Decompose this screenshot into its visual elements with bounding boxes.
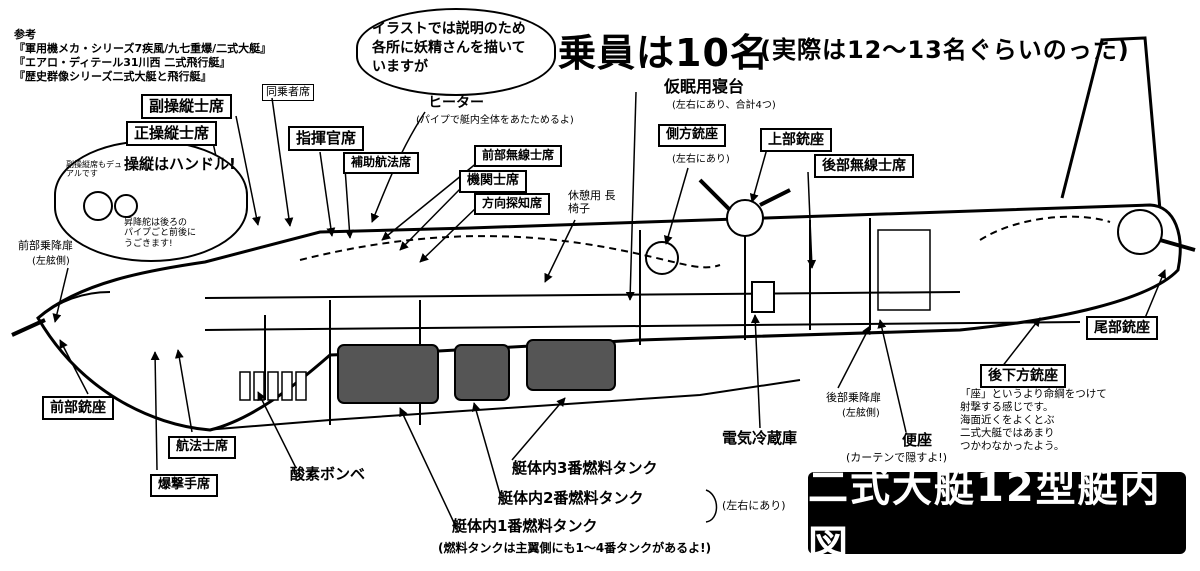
front-hatch-note: (左舷側) (32, 256, 70, 267)
rear-radio-seat-label: 後部無線士席 (814, 154, 914, 179)
direction-finder-seat-label: 方向探知席 (474, 193, 551, 215)
rear-hatch-note: (左舷側) (842, 408, 880, 419)
engineer-seat-label: 機関士席 (459, 170, 528, 193)
rest-bench-label: 休憩用 長椅子 (568, 189, 616, 215)
commander-seat-label: 指揮官席 (288, 126, 365, 152)
tail-fin (1060, 36, 1162, 211)
top-gun-turret (726, 199, 764, 237)
heater-note: (パイプで艇内全体をあたためるよ) (416, 115, 574, 126)
copilot-seat-label: 副操縦士席 (141, 94, 233, 120)
reference-item: 『歴史群像シリーズ二式大艇と飛行艇』 (14, 70, 212, 83)
side-gun-blister (645, 241, 679, 275)
heater-label: ヒーター (428, 95, 484, 111)
control-wheel-icon (83, 191, 138, 221)
passenger-seat-label: 同乗者席 (262, 84, 314, 101)
navigator-seat-label: 航法士席 (168, 436, 237, 459)
oxygen-bottles (239, 371, 307, 401)
tank-note: (燃料タンクは主翼側にも1～4番タンクがあるよ!) (438, 541, 712, 555)
hull-outline (36, 203, 1182, 432)
intro-text: イラストでは説明のため 各所に妖精さんを描いて いますが (372, 21, 526, 75)
tank3-label: 艇体内3番燃料タンク (512, 459, 658, 477)
fuel-tank-1 (337, 344, 439, 404)
side-gun-note: (左右にあり) (672, 154, 730, 165)
rear-hatch-label: 後部乗降扉 (826, 391, 881, 404)
assist-nav-seat-label: 補助航法席 (343, 152, 420, 174)
reference-item: 『軍用機メカ・シリーズ7疾風/九七重爆/二式大艇』 (14, 42, 272, 55)
diagram-title: 二式大艇12型艇内図 (808, 465, 1186, 569)
fridge-label: 電気冷蔵庫 (722, 429, 798, 447)
both-sides-note: (左右にあり) (722, 499, 786, 512)
top-gun-label: 上部銃座 (760, 128, 832, 153)
dual-control-note: 副操縦席もデュアルです (66, 160, 122, 179)
electric-fridge (751, 281, 775, 313)
elevator-note: 昇降舵は後ろの パイプごと前後に うごきます! (124, 218, 197, 249)
intro-bubble (356, 8, 556, 96)
steering-note: 操縦はハンドル! (124, 155, 236, 173)
lower-rear-gun-note: 「座」というより命綱をつけて 射撃する感じです。 海面近くをよくとぶ 二式大艇で… (960, 388, 1107, 452)
tail-gun-label: 尾部銃座 (1086, 316, 1158, 341)
front-radio-seat-label: 前部無線士席 (474, 145, 563, 167)
toilet-label: 便座 (902, 431, 933, 449)
lower-rear-gun-label: 後下方銃座 (980, 364, 1066, 389)
bunk-label: 仮眠用寝台 (664, 77, 745, 96)
reference-list: 参考 『軍用機メカ・シリーズ7疾風/九七重爆/二式大艇』 『エアロ・ディテール3… (14, 28, 271, 84)
bombardier-seat-label: 爆撃手席 (150, 474, 219, 497)
reference-heading: 参考 (14, 28, 36, 41)
fuel-tank-2 (454, 344, 510, 401)
fuel-tank-3 (526, 339, 616, 391)
tail-turret (1117, 209, 1163, 255)
pilot-seat-label: 正操縦士席 (126, 121, 218, 147)
bunk-note: (左右にあり、合計4つ) (672, 100, 776, 111)
reference-item: 『エアロ・ディテール31川西 二式飛行艇』 (14, 56, 231, 69)
crew-headline: 乗員は10名 (558, 31, 769, 75)
front-gun-label: 前部銃座 (42, 396, 114, 421)
front-hatch-label: 前部乗降扉 (18, 239, 73, 252)
crew-headline-aside: (実際は12～13名ぐらいのった) (760, 36, 1130, 64)
cockpit-bubble (54, 140, 248, 262)
toilet-note: (カーテンで隠すよ!) (846, 451, 947, 464)
tank2-label: 艇体内2番燃料タンク (498, 489, 644, 507)
tank1-label: 艇体内1番燃料タンク (452, 517, 598, 535)
oxygen-label: 酸素ボンベ (290, 465, 366, 483)
side-gun-label: 側方銃座 (658, 124, 727, 147)
